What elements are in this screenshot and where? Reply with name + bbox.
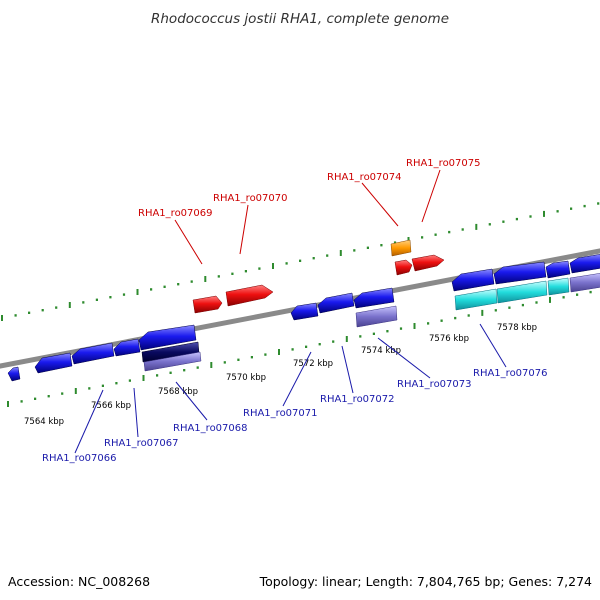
gene-arrow-ro07072[interactable]	[317, 292, 355, 314]
minus-callout-lines	[74, 323, 507, 454]
gene-label[interactable]: RHA1_ro07072	[320, 394, 395, 405]
upper-tick-row	[1, 202, 600, 321]
minus-gene-labels: RHA1_ro07066 RHA1_ro07067 RHA1_ro07068 R…	[42, 368, 548, 464]
tick-label: 7576 kbp	[429, 334, 469, 344]
gene-label[interactable]: RHA1_ro07066	[42, 453, 117, 464]
feature-ro07074-orange[interactable]	[390, 239, 412, 257]
gene-arrow-ro07075[interactable]	[411, 254, 445, 272]
gene-label[interactable]: RHA1_ro07071	[243, 408, 318, 419]
gene-arrow-ro07070[interactable]	[225, 284, 274, 307]
tick-label: 7572 kbp	[293, 359, 333, 369]
feature-ro07076-cyan-1[interactable]	[454, 288, 498, 311]
gene-arrow-ro07077[interactable]	[545, 260, 571, 279]
feature-ro07076-cyan-2[interactable]	[496, 280, 548, 304]
gene-arrow-ro07067b[interactable]	[113, 338, 141, 357]
gene-arrow-ro07078[interactable]	[569, 254, 600, 274]
gene-label[interactable]: RHA1_ro07068	[173, 423, 248, 434]
gene-arrow-ro07066[interactable]	[34, 352, 73, 374]
plus-strand-features	[192, 239, 445, 314]
gene-label[interactable]: RHA1_ro07076	[473, 368, 548, 379]
tick-label: 7574 kbp	[361, 346, 401, 356]
feature-ro07073-lavender[interactable]	[355, 305, 398, 328]
gene-arrow-ro07073[interactable]	[353, 287, 395, 309]
gene-arrow-ro07076b[interactable]	[493, 261, 547, 285]
tick-label: 7568 kbp	[158, 387, 198, 397]
minus-strand-features	[7, 254, 600, 382]
feature-ro07078-lavender[interactable]	[569, 273, 600, 293]
gene-label[interactable]: RHA1_ro07073	[397, 379, 472, 390]
map-title: Rhodococcus jostii RHA1, complete genome	[151, 11, 449, 27]
gene-arrow-ro07076[interactable]	[451, 268, 495, 292]
plus-callout-lines	[174, 169, 441, 265]
gene-arrow-ro07067[interactable]	[71, 342, 115, 365]
scale-labels: 7564 kbp 7566 kbp 7568 kbp 7570 kbp 7572…	[24, 323, 537, 427]
feature-ro07068-lavender[interactable]	[143, 351, 202, 372]
lower-tick-row	[7, 290, 592, 407]
gene-label[interactable]: RHA1_ro07074	[327, 172, 402, 183]
gene-arrow-ro07074[interactable]	[394, 259, 413, 276]
gene-label[interactable]: RHA1_ro07067	[104, 438, 179, 449]
tick-label: 7578 kbp	[497, 323, 537, 333]
tick-label: 7564 kbp	[24, 417, 64, 427]
gene-label[interactable]: RHA1_ro07070	[213, 193, 288, 204]
gene-arrow-ro07069[interactable]	[192, 295, 223, 314]
gene-arrow-small-left[interactable]	[7, 366, 21, 382]
genome-summary-text: Topology: linear; Length: 7,804,765 bp; …	[259, 574, 592, 589]
gene-label[interactable]: RHA1_ro07075	[406, 158, 481, 169]
gene-arrow-ro07068[interactable]	[138, 324, 197, 351]
accession-text: Accession: NC_008268	[8, 574, 150, 589]
tick-label: 7570 kbp	[226, 373, 266, 383]
gene-arrow-ro07071[interactable]	[290, 302, 319, 321]
gene-label[interactable]: RHA1_ro07069	[138, 208, 213, 219]
feature-ro07077-cyan[interactable]	[547, 277, 570, 296]
tick-label: 7566 kbp	[91, 401, 131, 411]
plus-gene-labels: RHA1_ro07069 RHA1_ro07070 RHA1_ro07074 R…	[138, 158, 481, 219]
